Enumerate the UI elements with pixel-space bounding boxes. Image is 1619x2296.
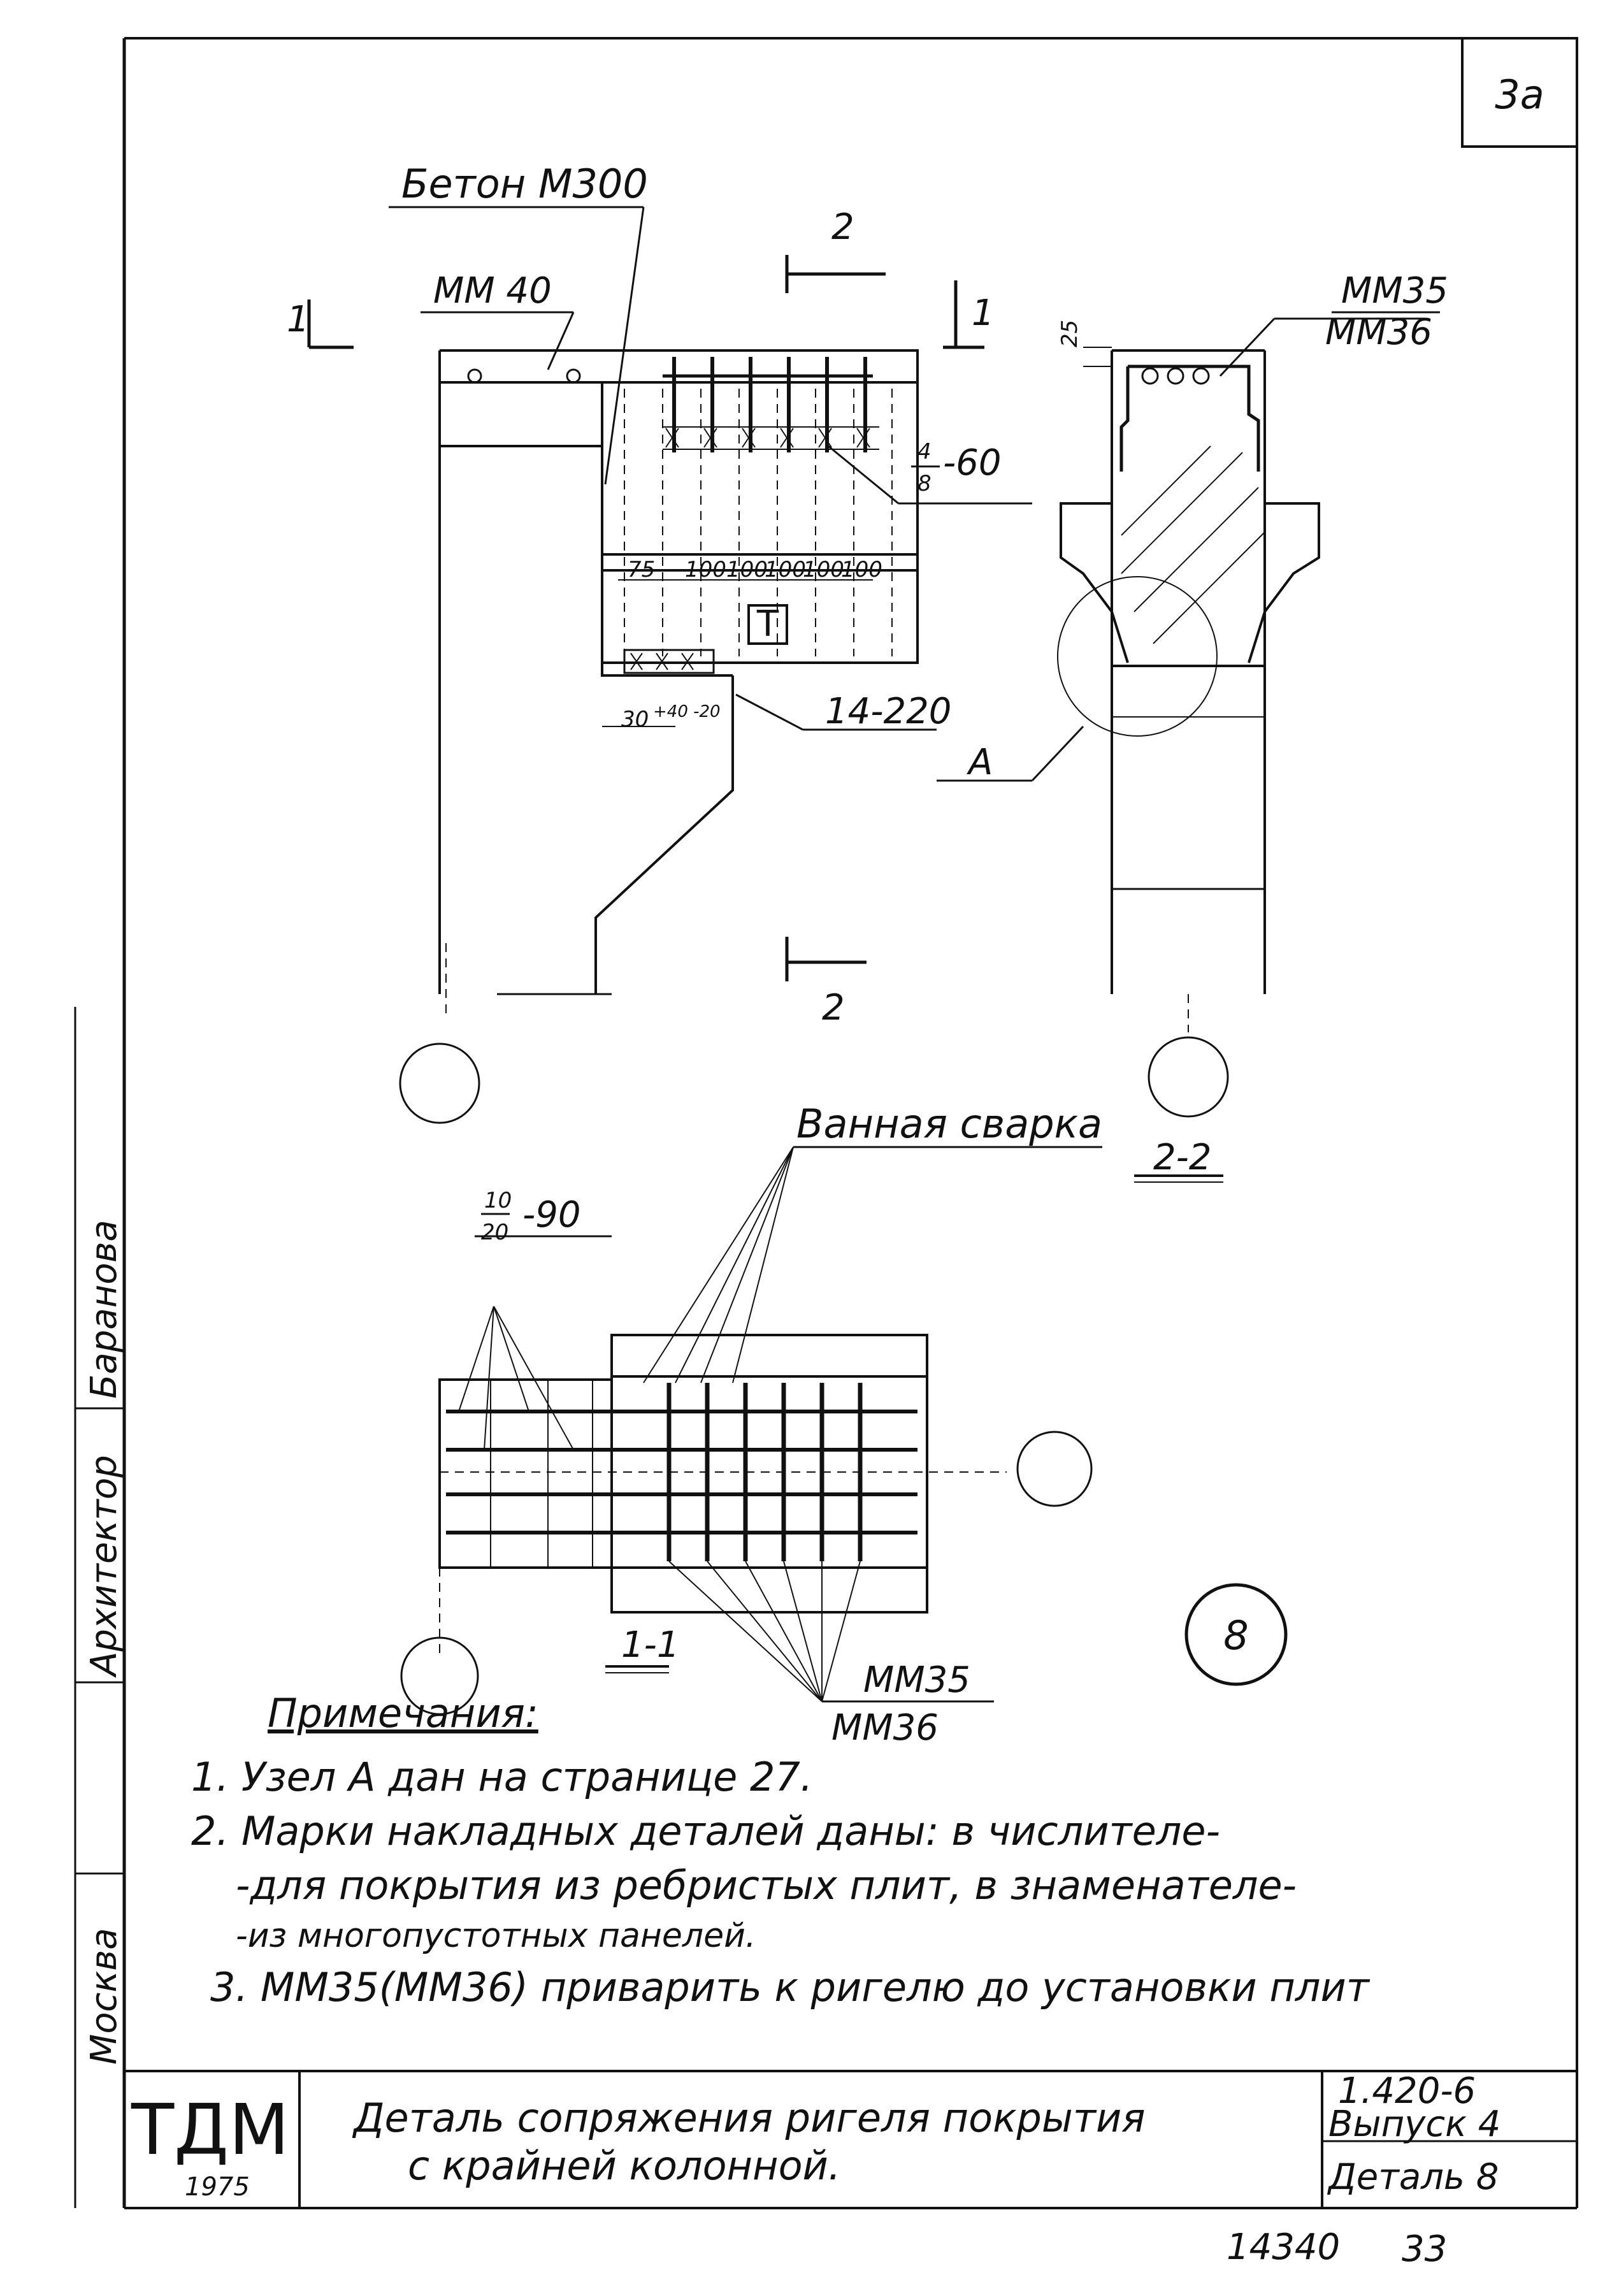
dim-25: 25 [1057,320,1083,347]
notes: Примечания: 1. Узел А дан на странице 27… [191,1690,1371,2011]
section-2-2-title: 2-2 [1153,1137,1211,1178]
welding-label: Ванная сварка [796,1101,1102,1147]
side-stamp-city: Москва [83,1928,125,2065]
series-code: 1.420-6 [1338,2070,1476,2112]
label-mm40: ММ 40 [433,270,552,312]
dim-1: 100 [685,557,726,582]
dim-4: 100 [803,557,844,582]
section-mark-1-right: 1 [972,292,995,334]
section-1-1-view [400,1146,1288,1715]
section-1-1-mm-num: ММ35 [863,1659,970,1701]
section-1-1-bars-num: 10 [484,1188,512,1213]
note-2-cont-2: -из многопустотных панелей. [236,1917,756,1955]
section-2-2-view [937,317,1424,1183]
dimension-labels: 75 100 100 100 100 100 [628,557,882,582]
section-1-1-bars-den: 20 [481,1220,508,1245]
section-1-1-title: 1-1 [621,1624,679,1666]
section-1-1-mm-den: ММ36 [831,1707,939,1749]
footer-page: 33 [1402,2228,1447,2270]
node-a-label: А [967,742,993,783]
dim-gap-tolerance: +40 -20 [653,702,721,721]
section-2-2-mm-den: ММ36 [1325,312,1432,353]
issue-number: Выпуск 4 [1328,2104,1500,2145]
org-year: 1975 [185,2172,250,2202]
section-mark-2-top: 2 [831,206,854,248]
main-view-leaders [307,206,1032,981]
side-stamp-architect: Архитектор [83,1455,125,1678]
dim-gap: 30 [621,707,649,732]
page-mark: 3a [1495,71,1544,118]
label-concrete: Бетон М300 [401,161,648,207]
detail-number: 8 [1223,1612,1248,1659]
org-logo: ТДМ [131,2089,289,2170]
sheet-frame [74,37,1578,2209]
section-2-2-mm-num: ММ35 [1341,270,1448,312]
drawing-title-line1: Деталь сопряжения ригеля покрытия [352,2095,1146,2141]
bars-step: -60 [943,442,1001,484]
note-1: 1. Узел А дан на странице 27. [191,1754,813,1800]
bars-numerator: 4 [917,439,932,465]
side-stamp-architect-name: Баранова [83,1220,125,1399]
dim-5: 100 [841,557,882,582]
section-mark-2-bottom: 2 [822,987,845,1029]
note-2-cont: -для покрытия из ребристых плит, в знаме… [236,1862,1297,1909]
dim-2: 100 [726,557,768,582]
main-view [399,349,919,1124]
side-stamp: Москва Архитектор Баранова [83,1220,125,2065]
dim-0: 75 [628,557,655,582]
t-mark: Т [756,603,779,645]
title-block: ТДМ 1975 Деталь сопряжения ригеля покрыт… [131,2070,1500,2202]
footer-number: 14340 [1227,2227,1340,2268]
notes-heading: Примечания: [268,1690,538,1736]
drawing-title-line2: с крайней колонной. [408,2142,841,2189]
label-14-220: 14-220 [825,691,951,732]
bars-denominator: 8 [917,471,932,496]
note-2: 2. Марки накладных деталей даны: в числи… [191,1808,1220,1854]
section-mark-1-left: 1 [287,299,310,340]
section-1-1-bars-step: -90 [522,1194,580,1236]
detail-label: Деталь 8 [1327,2156,1499,2198]
note-3: 3. ММ35(ММ36) приварить к ригелю до уста… [210,1964,1371,2011]
dim-3: 100 [765,557,806,582]
